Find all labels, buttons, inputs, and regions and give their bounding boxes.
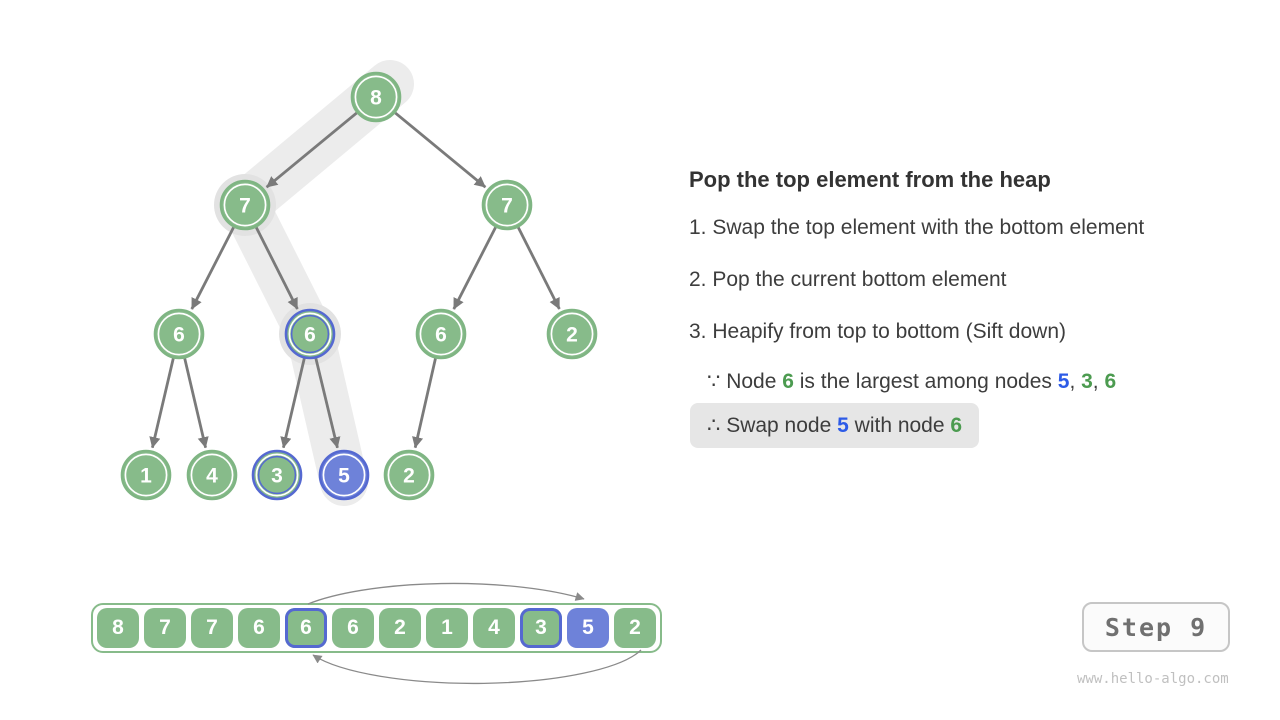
tree-node-value: 6 (173, 324, 185, 347)
node-ref-5: 5 (1057, 370, 1070, 393)
tree-node-8: 8 (350, 71, 402, 123)
swap-arc-top (307, 582, 585, 605)
step-line-2: 2. Pop the current bottom element (689, 268, 1007, 291)
text-segment: with node (848, 414, 951, 437)
tree-edge (412, 358, 437, 449)
step-badge-label: Step 9 (1104, 612, 1208, 642)
tree-edge (190, 226, 235, 310)
step-line-3: 3. Heapify from top to bottom (Sift down… (689, 320, 1066, 343)
array-cell-10: 5 (567, 608, 609, 648)
text-segment: , (1092, 370, 1105, 393)
step-badge: Step 9 (1082, 602, 1230, 652)
array-cell-5: 6 (332, 608, 374, 648)
tree-node-5: 5 (318, 449, 370, 501)
step-line-1: 1. Swap the top element with the bottom … (689, 216, 1145, 239)
tree-node-value: 2 (403, 465, 415, 488)
tree-node-6: 6 (284, 308, 336, 360)
array-cell-9: 3 (520, 608, 562, 648)
tree-edge (452, 226, 497, 310)
text-segment: is the largest among nodes (793, 370, 1058, 393)
tree-node-value: 5 (338, 465, 350, 488)
tree-node-6: 6 (415, 308, 467, 360)
heap-tree: 8 7 7 6 6 6 2 1 4 3 5 2 (120, 60, 598, 506)
tree-node-value: 2 (566, 324, 578, 347)
because-line: ∵ Node 6 is the largest among nodes 5, 3… (707, 370, 1116, 394)
tree-node-value: 8 (370, 87, 382, 110)
tree-node-2: 2 (383, 449, 435, 501)
tree-node-value: 7 (239, 195, 251, 218)
node-ref-3: 3 (1081, 370, 1093, 393)
tree-node-value: 6 (435, 324, 447, 347)
tree-node-value: 6 (304, 324, 316, 347)
node-ref-6: 6 (782, 370, 794, 393)
tree-node-4: 4 (186, 449, 238, 501)
node-ref-6: 6 (950, 414, 963, 437)
tree-node-value: 1 (140, 465, 152, 488)
tree-node-3: 3 (251, 449, 303, 501)
array-cell-8: 4 (473, 608, 515, 648)
swap-arc-bottom (312, 649, 642, 685)
tree-node-1: 1 (120, 449, 172, 501)
tree-edge (183, 358, 209, 449)
tree-edge (149, 358, 175, 449)
panel-title: Pop the top element from the heap (689, 167, 1051, 192)
tree-edge (394, 111, 487, 189)
node-ref-6: 6 (1104, 370, 1117, 393)
tree-node-2: 2 (546, 308, 598, 360)
array-cell-6: 2 (379, 608, 421, 648)
tree-node-value: 3 (271, 465, 283, 488)
array-cell-11: 2 (614, 608, 656, 648)
tree-node-7: 7 (481, 179, 533, 231)
array-cell-2: 7 (191, 608, 233, 648)
tree-edge (280, 358, 306, 449)
array-cell-3: 6 (238, 608, 280, 648)
tree-node-value: 4 (206, 465, 218, 488)
array-cell-1: 7 (144, 608, 186, 648)
text-segment: ∵ Node (707, 370, 783, 393)
tree-edge (265, 111, 358, 189)
tree-node-7: 7 (219, 179, 271, 231)
tree-edge (314, 357, 341, 449)
array-cell-4: 6 (285, 608, 327, 648)
array-cell-7: 1 (426, 608, 468, 648)
array-cell-0: 8 (97, 608, 139, 648)
therefore-box: ∴ Swap node 5 with node 6 (690, 403, 980, 448)
tree-node-6: 6 (153, 308, 205, 360)
tree-edge (516, 226, 561, 310)
node-ref-5: 5 (837, 414, 849, 437)
tree-edge (254, 226, 299, 310)
steps-list: 1. Swap the top element with the bottom … (689, 202, 1144, 358)
tree-node-value: 7 (501, 195, 513, 218)
watermark: www.hello-algo.com (1077, 671, 1229, 687)
text-segment: , (1069, 370, 1082, 393)
text-segment: ∴ Swap node (707, 414, 838, 437)
